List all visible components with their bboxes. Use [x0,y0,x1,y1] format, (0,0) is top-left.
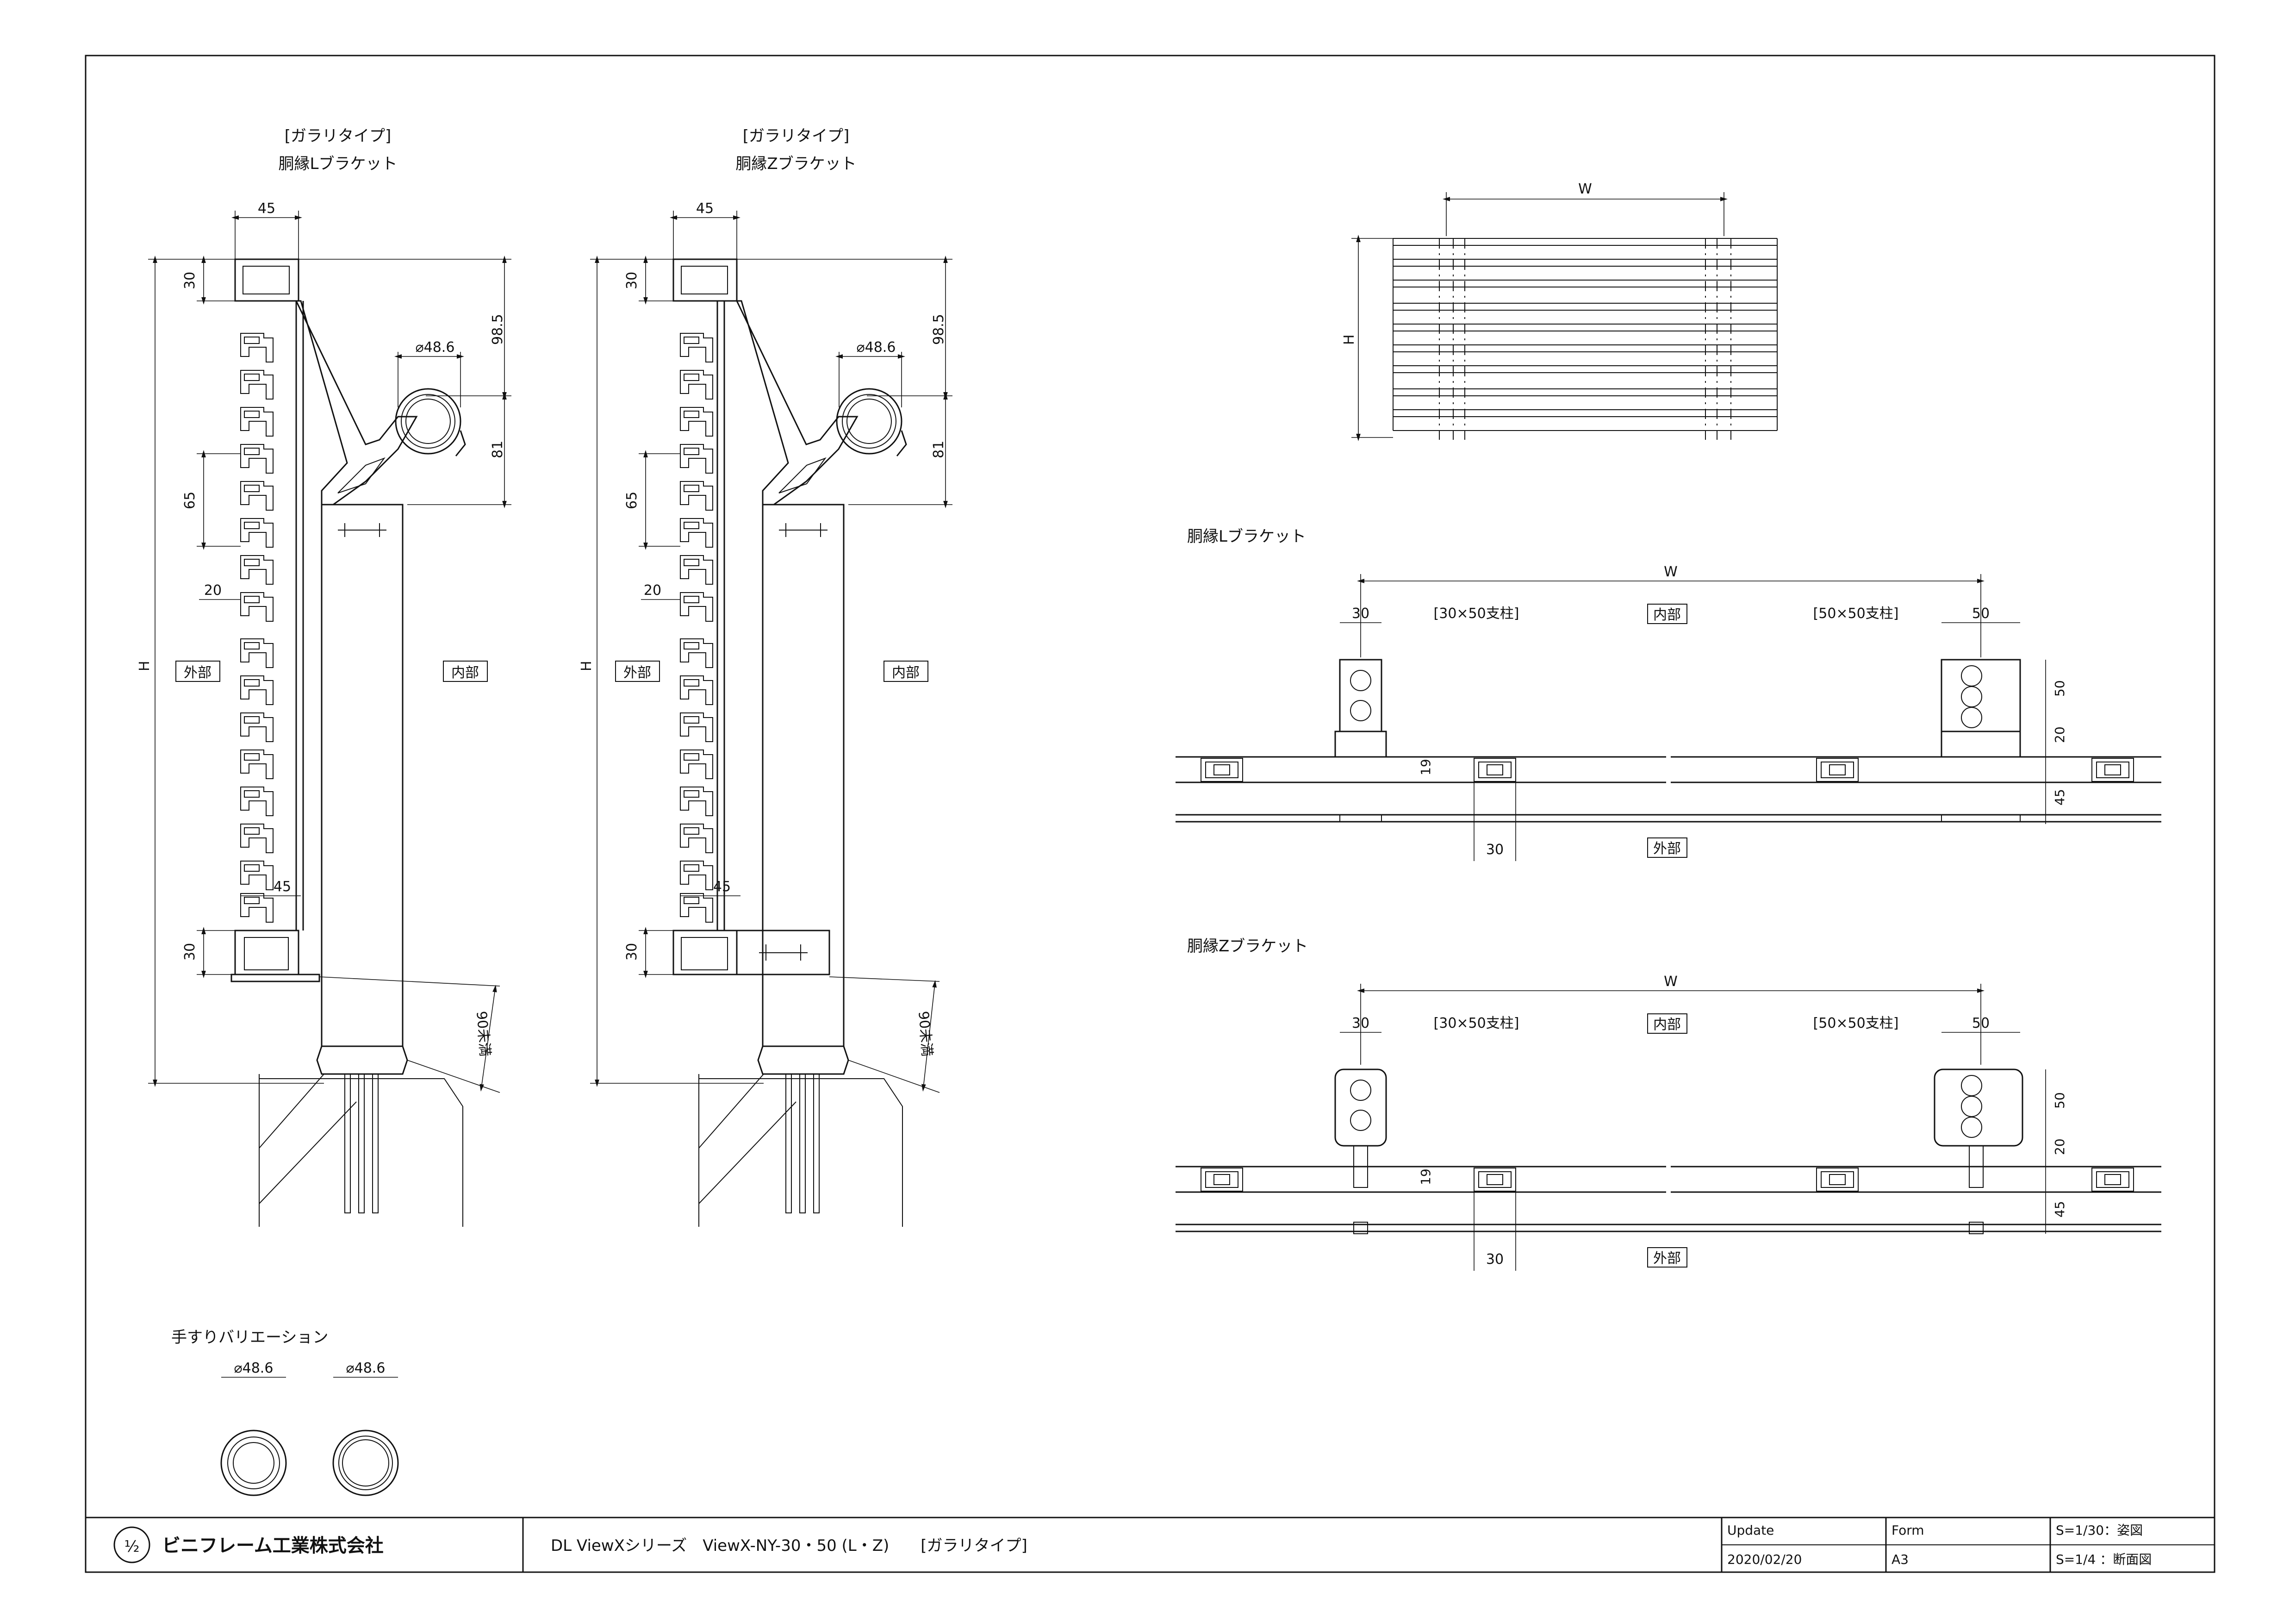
logo-text: ½ [124,1537,140,1556]
plan-l-dim-50v: 50 [2052,680,2067,697]
l-dim-81: 81 [490,441,506,458]
company-name: ビニフレーム工業株式会社 [162,1535,384,1556]
l-dim-98-5: 98.5 [490,314,506,345]
z-dim-45-top: 45 [696,200,714,217]
handrail-profile-2 [332,1430,399,1496]
plan-z-dim-50: 50 [1972,1015,1990,1031]
plan-z-dim-20: 20 [2052,1138,2067,1155]
plan-l-title: 胴縁Lブラケット [1187,527,1306,546]
z-section-title-1: [ガラリタイプ] [743,127,850,145]
handrail-title: 手すりバリエーション [171,1328,328,1347]
form-value: A3 [1892,1552,1909,1567]
z-dim-90: 90未満 [915,1011,935,1057]
z-dim-98-5: 98.5 [931,314,947,345]
z-label-outside: 外部 [623,665,651,681]
plan-z-dim-50v: 50 [2052,1092,2067,1109]
company-logo [113,1526,150,1563]
elev-dim-h: H [1341,334,1357,345]
update-value: 2020/02/20 [1727,1552,1802,1567]
l-label-inside: 内部 [451,665,479,681]
l-dim-20: 20 [204,582,222,599]
plan-l-dim-19: 19 [1418,759,1433,775]
l-dim-45-top: 45 [258,200,275,217]
plan-l-inside: 内部 [1653,607,1681,623]
scale-1: S=1/30：姿図 [2056,1523,2143,1538]
plan-l-dim-30b: 30 [1486,842,1504,858]
z-dim-45-bottom: 45 [713,879,731,895]
handrail-profile-1 [220,1430,287,1496]
plan-z-title: 胴縁Zブラケット [1187,937,1308,956]
z-dim-30-bottom: 30 [624,943,640,961]
plan-z-dim-30b: 30 [1486,1251,1504,1268]
plan-z-bracket: 胴縁Zブラケット W 30 [30×50支柱] 内部 [50×50支柱] 50 … [1176,937,2161,1271]
plan-l-dim-30: 30 [1352,606,1369,622]
l-dim-90: 90未満 [473,1011,493,1057]
l-dim-pipe: ⌀48.6 [416,339,455,356]
plan-l-dim-20: 20 [2052,726,2067,743]
z-dim-65: 65 [624,492,640,509]
update-label: Update [1727,1523,1774,1538]
z-label-inside: 内部 [892,665,920,681]
elev-dim-w: W [1578,181,1592,197]
handrail-size-2: ⌀48.6 [346,1360,386,1376]
l-dim-45-bottom: 45 [274,879,291,895]
plan-l-outside: 外部 [1653,841,1681,857]
plan-z-dim-19: 19 [1418,1168,1433,1185]
z-dim-20: 20 [644,582,661,599]
plan-z-dim-30: 30 [1352,1015,1369,1031]
handrail-variations: 手すりバリエーション ⌀48.6 ⌀48.6 [171,1328,399,1496]
l-label-outside: 外部 [184,665,212,681]
drawing-title: DL ViewXシリーズ ViewX-NY-30・50 (L・Z) [ガラリタイ… [551,1537,1027,1555]
l-bracket-section: [ガラリタイプ] 胴縁Lブラケット 45 H 30 65 20 30 45 [137,127,511,1227]
z-dim-pipe: ⌀48.6 [857,339,896,356]
z-bracket-section: [ガラリタイプ] 胴縁Zブラケット 45 H 30 65 20 30 45 [579,127,952,1227]
sheet-border [85,55,2215,1573]
plan-l-bracket: 胴縁Lブラケット W 30 [30×50支柱] 内部 [50×50支柱] 50 … [1176,527,2161,861]
plan-l-dim-45: 45 [2052,789,2067,806]
plan-l-post30: [30×50支柱] [1434,606,1519,622]
plan-z-dim-45: 45 [2052,1201,2067,1218]
plan-z-post30: [30×50支柱] [1434,1015,1519,1031]
scale-2: S=1/4 ：断面図 [2056,1552,2152,1567]
form-label: Form [1892,1523,1924,1538]
plan-z-dim-w: W [1664,974,1678,990]
l-dim-65: 65 [182,492,198,509]
plan-z-inside: 内部 [1653,1017,1681,1033]
plan-l-dim-50: 50 [1972,606,1990,622]
plan-l-post50: [50×50支柱] [1813,606,1899,622]
l-section-title-2: 胴縁Lブラケット [279,155,398,173]
handrail-size-1: ⌀48.6 [234,1360,274,1376]
z-dim-30-top: 30 [624,272,640,289]
l-section-title-1: [ガラリタイプ] [285,127,392,145]
plan-l-dim-w: W [1664,564,1678,580]
plan-z-post50: [50×50支柱] [1813,1015,1899,1031]
z-dim-h: H [579,661,595,671]
title-block: ½ ビニフレーム工業株式会社 DL ViewXシリーズ ViewX-NY-30・… [86,1517,2215,1572]
l-dim-30-bottom: 30 [182,943,198,961]
elevation-view: W H [1341,181,1778,441]
z-dim-81: 81 [931,441,947,458]
z-section-title-2: 胴縁Zブラケット [735,155,856,173]
plan-z-outside: 外部 [1653,1250,1681,1267]
l-dim-30-top: 30 [182,272,198,289]
l-dim-h: H [137,661,153,671]
